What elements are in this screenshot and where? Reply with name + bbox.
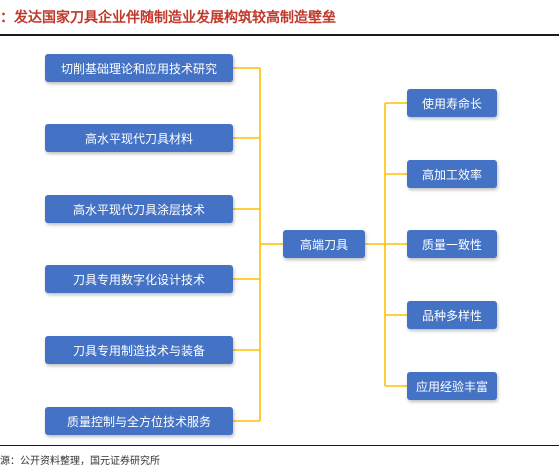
node-left-5-label: 刀具专用制造技术与装备 <box>72 343 205 358</box>
node-left-4: 刀具专用数字化设计技术 <box>45 265 233 293</box>
node-right-3: 质量一致性 <box>407 230 497 258</box>
node-left-3-label: 高水平现代刀具涂层技术 <box>72 202 205 217</box>
node-left-4-label: 刀具专用数字化设计技术 <box>72 272 205 287</box>
node-right-1: 使用寿命长 <box>407 89 497 117</box>
node-right-1-label: 使用寿命长 <box>421 96 482 111</box>
node-right-5: 应用经验丰富 <box>407 372 497 400</box>
title-divider <box>0 34 559 36</box>
node-right-2-label: 高加工效率 <box>421 167 482 182</box>
node-left-1: 切削基础理论和应用技术研究 <box>45 54 233 82</box>
node-left-2: 高水平现代刀具材料 <box>45 124 233 152</box>
figure-title: ：发达国家刀具企业伴随制造业发展构筑较高制造壁垒 <box>0 10 336 26</box>
node-left-3: 高水平现代刀具涂层技术 <box>45 195 233 223</box>
node-left-6-label: 质量控制与全方位技术服务 <box>66 414 211 429</box>
node-center-label: 高端刀具 <box>299 237 348 252</box>
node-center: 高端刀具 <box>283 230 365 258</box>
node-right-4: 品种多样性 <box>407 301 497 329</box>
node-right-2: 高加工效率 <box>407 160 497 188</box>
source-divider <box>0 445 559 446</box>
source-note: 源：公开资料整理，国元证券研究所 <box>0 456 160 467</box>
node-left-6: 质量控制与全方位技术服务 <box>45 407 233 435</box>
node-left-5: 刀具专用制造技术与装备 <box>45 336 233 364</box>
node-left-2-label: 高水平现代刀具材料 <box>84 131 193 146</box>
node-right-5-label: 应用经验丰富 <box>415 379 488 394</box>
node-left-1-label: 切削基础理论和应用技术研究 <box>60 61 217 76</box>
node-right-3-label: 质量一致性 <box>421 237 482 252</box>
node-right-4-label: 品种多样性 <box>421 308 482 323</box>
